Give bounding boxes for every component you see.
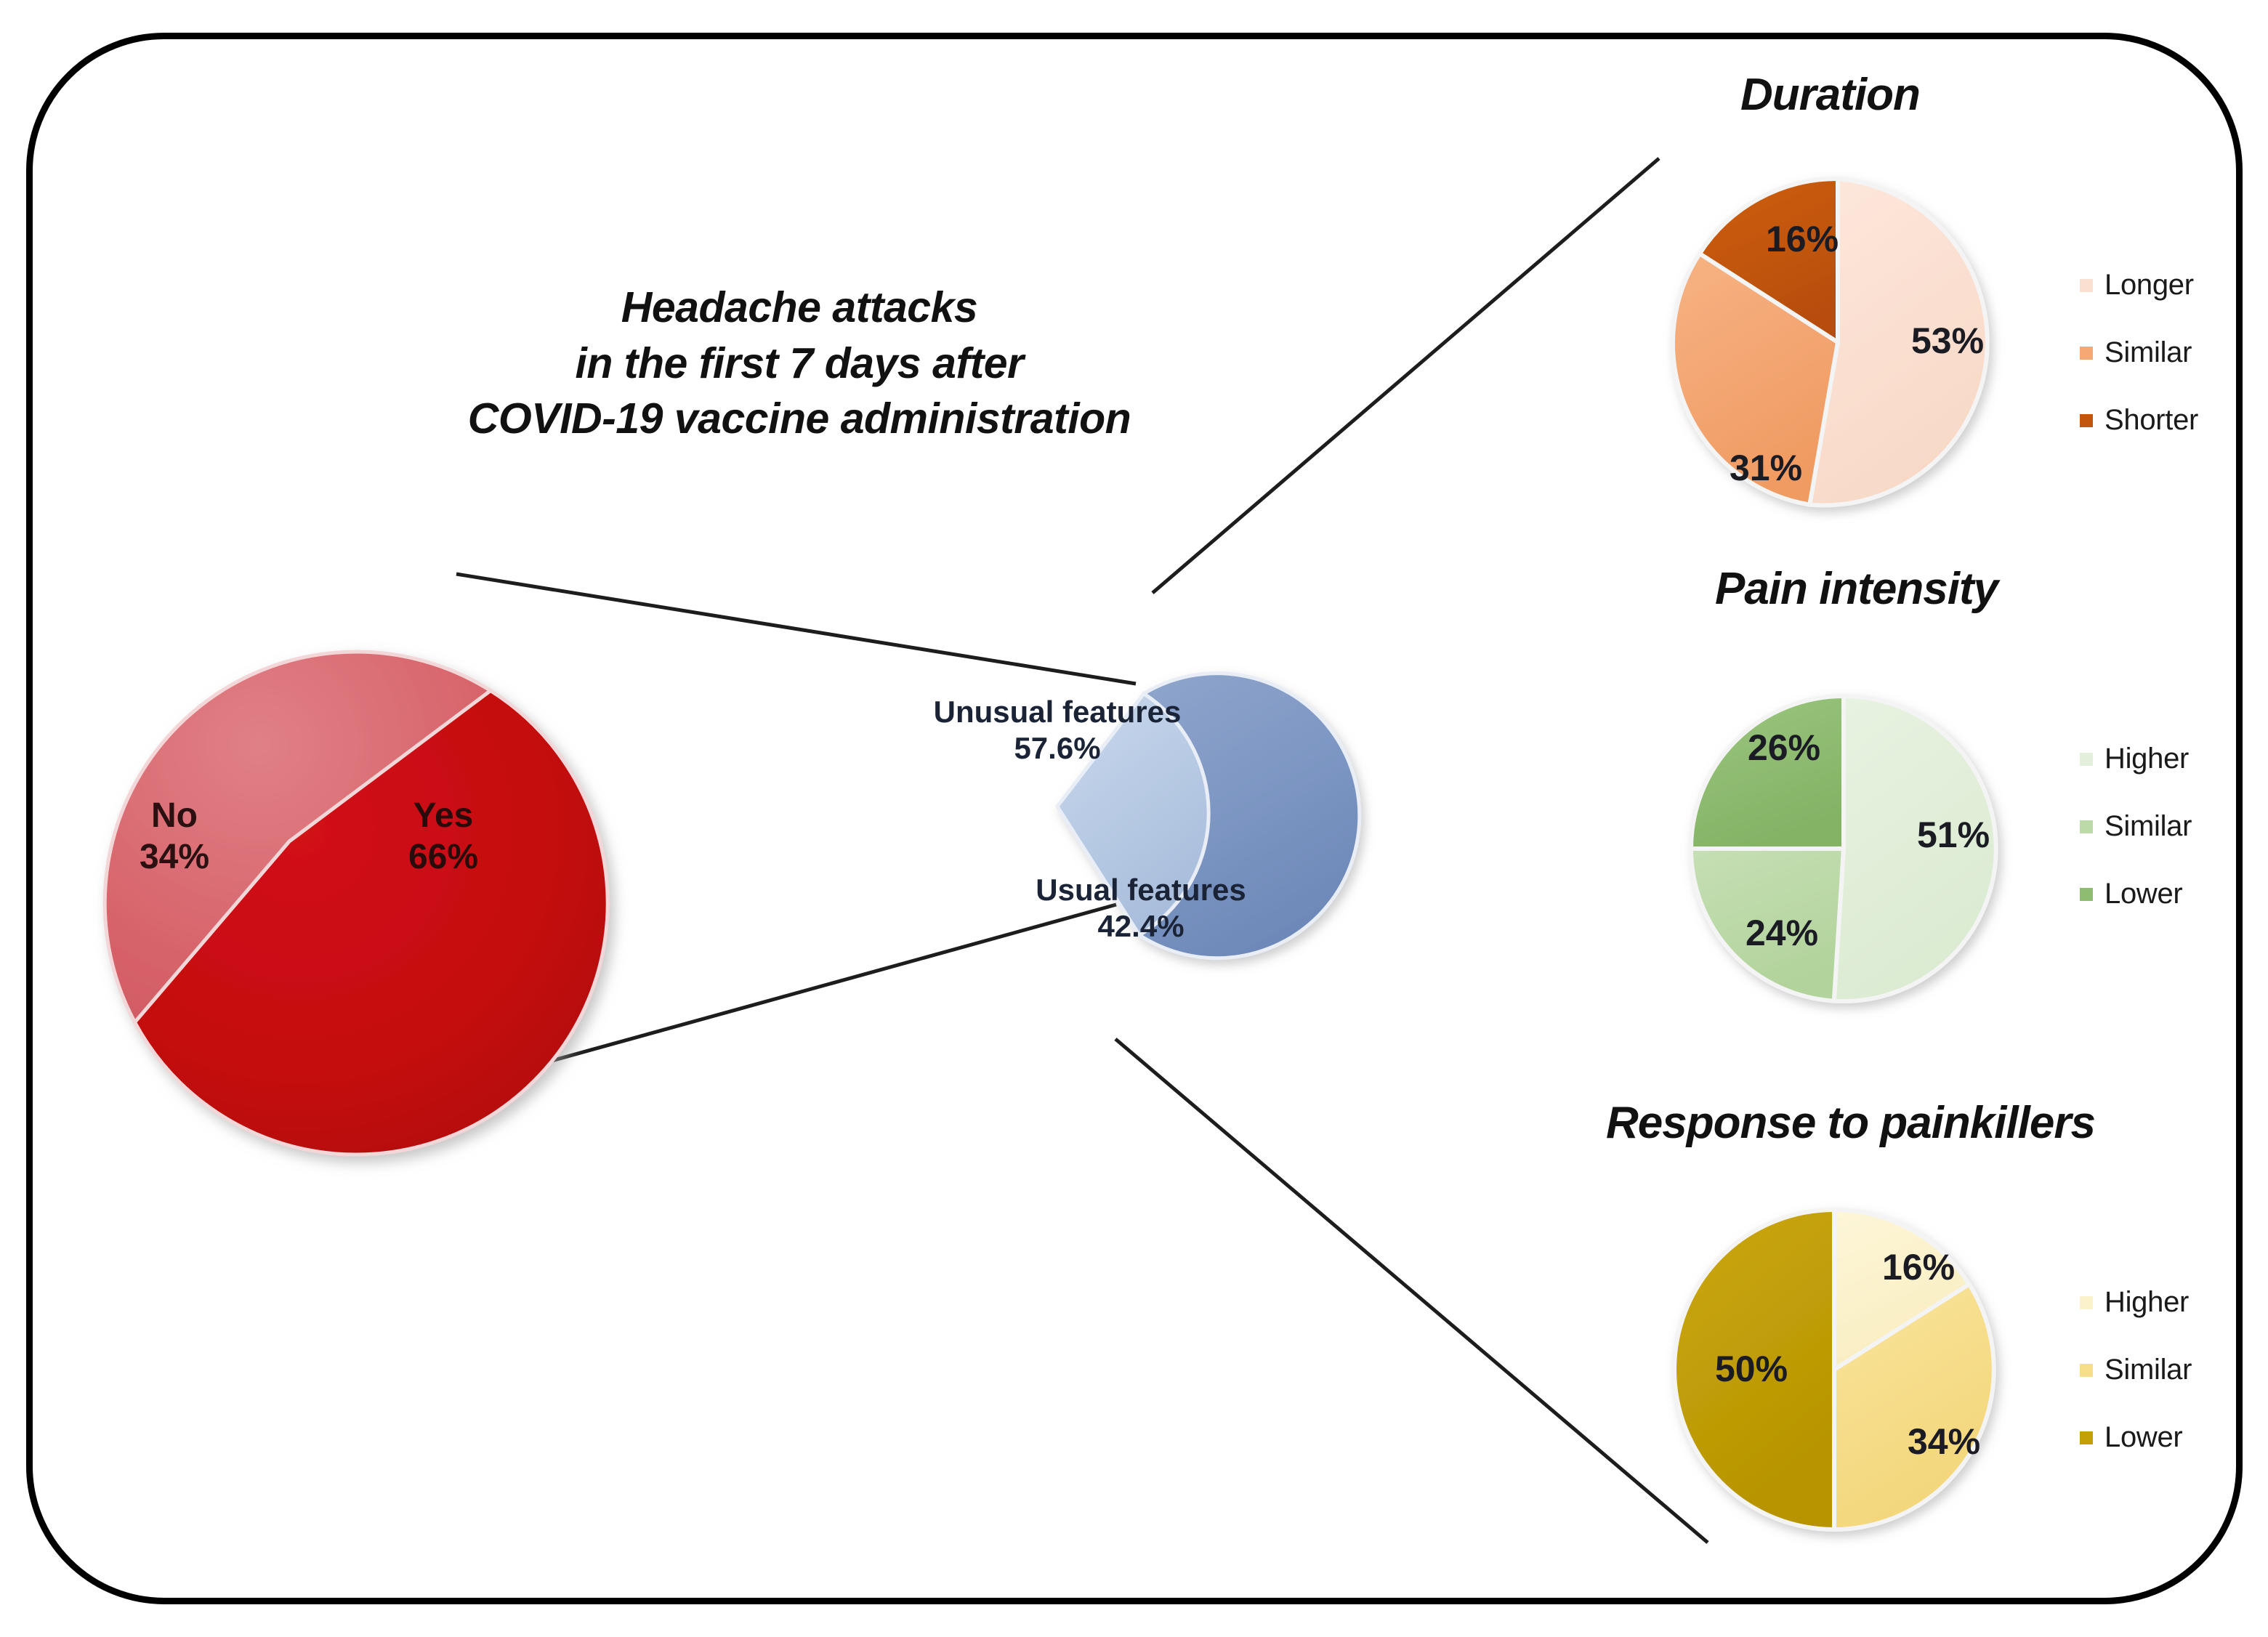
- label-usual-features-value: 42.4%: [1097, 908, 1185, 943]
- pie-headache-occurrence: [102, 650, 610, 1157]
- pie-slice-painkillers-higher[interactable]: [1832, 1207, 1972, 1374]
- figure-title: Headache attacks in the first 7 days aft…: [436, 280, 1163, 447]
- figure-title-line-1: Headache attacks: [621, 283, 978, 331]
- label-no-value: 34%: [139, 837, 210, 876]
- pain-legend-label-similar: Similar: [2104, 810, 2192, 842]
- figure-title-line-3: COVID-19 vaccine administration: [467, 395, 1131, 443]
- painkillers-legend-swatch-lower: [2080, 1431, 2093, 1444]
- duration-legend: Longer Similar Shorter: [2080, 269, 2198, 472]
- painkillers-value-similar: 34%: [1907, 1421, 1981, 1462]
- pie-slice-no[interactable]: [102, 650, 494, 1026]
- label-yes-value: 66%: [408, 837, 479, 876]
- pain-value-similar: 24%: [1745, 913, 1819, 953]
- duration-legend-label-longer: Longer: [2104, 269, 2194, 301]
- duration-legend-label-shorter: Shorter: [2104, 404, 2199, 436]
- pie-slice-yes[interactable]: [132, 688, 610, 1157]
- pain-legend-swatch-higher: [2080, 752, 2093, 766]
- pie-duration: [1670, 176, 1990, 508]
- figure-title-line-2: in the first 7 days after: [575, 339, 1024, 387]
- pain-legend-label-higher: Higher: [2104, 743, 2190, 775]
- duration-legend-label-similar: Similar: [2104, 336, 2192, 368]
- pain-legend-item-similar[interactable]: Similar: [2080, 810, 2192, 843]
- pie-painkillers: [1672, 1207, 1996, 1532]
- duration-legend-swatch-similar: [2080, 346, 2093, 360]
- painkillers-legend-label-higher: Higher: [2104, 1286, 2190, 1318]
- painkillers-legend-swatch-higher: [2080, 1296, 2093, 1309]
- pain-value-lower: 26%: [1747, 727, 1821, 768]
- label-unusual-features-value: 57.6%: [1014, 730, 1101, 765]
- duration-legend-item-shorter[interactable]: Shorter: [2080, 404, 2198, 437]
- painkillers-legend-item-higher[interactable]: Higher: [2080, 1286, 2192, 1319]
- painkillers-legend-swatch-similar: [2080, 1363, 2093, 1377]
- pain-intensity-title: Pain intensity: [1715, 564, 1998, 614]
- pain-legend-item-lower[interactable]: Lower: [2080, 878, 2192, 910]
- pain-legend-swatch-lower: [2080, 887, 2093, 901]
- duration-legend-item-similar[interactable]: Similar: [2080, 336, 2198, 369]
- painkillers-title: Response to painkillers: [1606, 1098, 2096, 1148]
- painkillers-value-higher: 16%: [1881, 1247, 1956, 1288]
- connector-blue-to-painkillers: [1114, 1038, 1709, 1544]
- pain-legend-item-higher[interactable]: Higher: [2080, 743, 2192, 775]
- pie-pain-intensity: [1688, 693, 1998, 1003]
- pie-slice-painkillers-similar[interactable]: [1832, 1281, 1996, 1532]
- pie-slice-duration-longer[interactable]: [1807, 176, 1990, 508]
- connector-red-to-blue-top: [456, 572, 1137, 686]
- duration-value-longer: 53%: [1910, 320, 1985, 361]
- pain-intensity-legend: Higher Similar Lower: [2080, 743, 2192, 945]
- label-usual-features: Usual features 42.4%: [1010, 872, 1272, 944]
- pie-headache-features: [1054, 671, 1362, 961]
- painkillers-legend-item-similar[interactable]: Similar: [2080, 1354, 2192, 1386]
- pain-value-higher: 51%: [1916, 815, 1990, 855]
- pie-slice-pain-lower[interactable]: [1688, 693, 1846, 851]
- painkillers-legend-label-lower: Lower: [2104, 1421, 2183, 1453]
- duration-title: Duration: [1740, 70, 1921, 120]
- pie-slice-pain-higher[interactable]: [1831, 693, 1998, 1003]
- pain-legend-label-lower: Lower: [2104, 878, 2183, 910]
- label-usual-features-name: Usual features: [1036, 873, 1246, 907]
- duration-legend-swatch-longer: [2080, 278, 2093, 292]
- duration-value-shorter: 16%: [1765, 219, 1839, 259]
- duration-legend-item-longer[interactable]: Longer: [2080, 269, 2198, 302]
- label-unusual-features: Unusual features 57.6%: [927, 694, 1188, 766]
- connector-blue-to-duration: [1151, 157, 1660, 594]
- painkillers-value-lower: 50%: [1714, 1349, 1788, 1389]
- label-yes: Yes 66%: [363, 796, 523, 878]
- label-unusual-features-name: Unusual features: [933, 695, 1182, 729]
- pain-legend-swatch-similar: [2080, 820, 2093, 833]
- label-no-name: No: [151, 796, 198, 835]
- pie-slice-duration-shorter[interactable]: [1696, 176, 1840, 347]
- pie-slice-painkillers-lower[interactable]: [1672, 1207, 1836, 1532]
- pie-slice-pain-similar[interactable]: [1688, 846, 1847, 1003]
- duration-value-similar: 31%: [1729, 448, 1803, 488]
- painkillers-legend-label-similar: Similar: [2104, 1354, 2192, 1386]
- painkillers-legend-item-lower[interactable]: Lower: [2080, 1421, 2192, 1454]
- label-no: No 34%: [94, 796, 254, 878]
- duration-legend-swatch-shorter: [2080, 413, 2093, 427]
- pie-slice-usual-features[interactable]: [1054, 691, 1211, 938]
- painkillers-legend: Higher Similar Lower: [2080, 1286, 2192, 1489]
- label-yes-name: Yes: [413, 796, 474, 835]
